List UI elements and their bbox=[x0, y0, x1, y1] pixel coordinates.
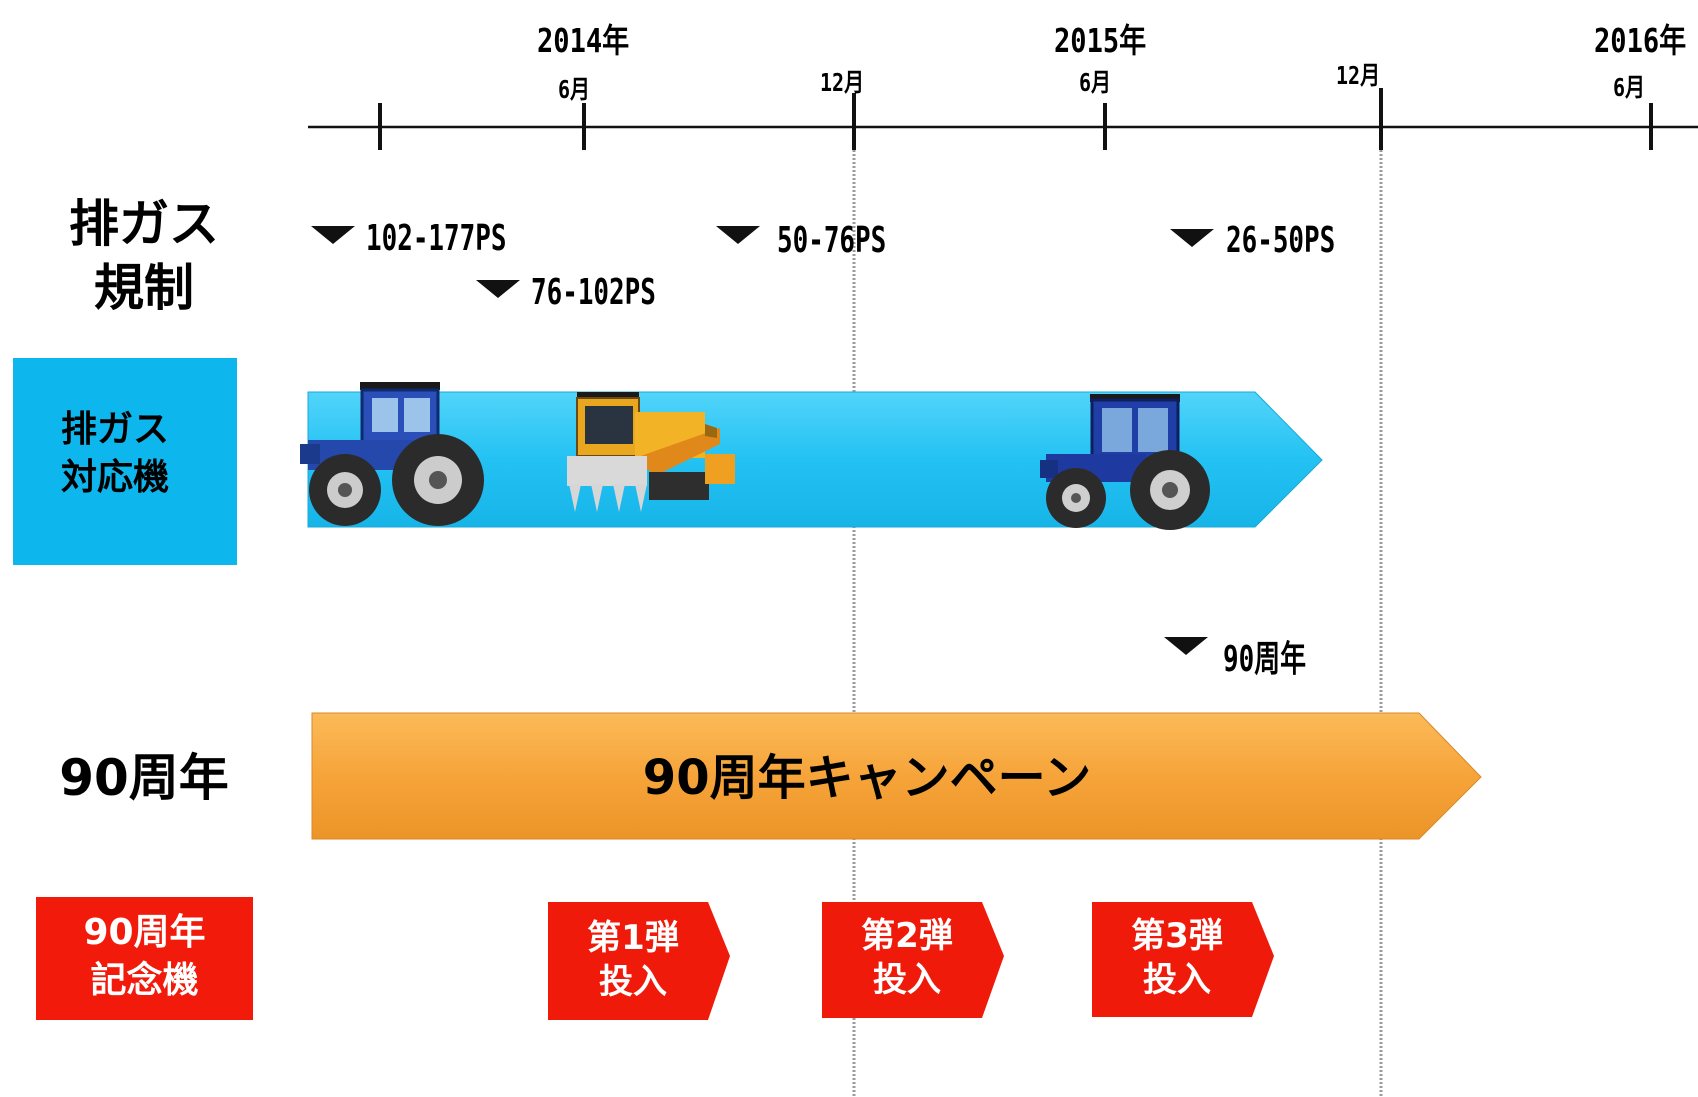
regulation-markers bbox=[311, 226, 1214, 655]
year-label-2016: 2016年 bbox=[1594, 21, 1687, 60]
launch-arrow-1 bbox=[548, 902, 730, 1020]
regulation-label-3: 50-76PS bbox=[777, 220, 887, 261]
month-label-jun-2016: 6月 bbox=[1613, 73, 1646, 102]
launch-label-2: 第2弾 投入 bbox=[861, 916, 953, 1000]
anniversary-marker bbox=[1164, 637, 1208, 655]
row-label-commemorative-models: 90周年 記念機 bbox=[83, 912, 206, 1001]
year-label-2015: 2015年 bbox=[1054, 21, 1147, 60]
anniversary-marker-label: 90周年 bbox=[1223, 639, 1307, 680]
regulation-marker-2 bbox=[476, 280, 520, 298]
row-label-emission-machines: 排ガス 対応機 bbox=[61, 409, 170, 498]
tractor-cab-icon bbox=[1040, 394, 1210, 530]
campaign-label: 90周年キャンペーン bbox=[642, 750, 1092, 806]
emission-machines-label-box: 排ガス 対応機 bbox=[13, 358, 237, 565]
regulation-marker-3 bbox=[716, 226, 760, 244]
regulation-label-1: 102-177PS bbox=[366, 218, 507, 259]
row-label-emission-regulation: 排ガス 規制 bbox=[69, 195, 219, 317]
row-label-anniversary: 90周年 bbox=[59, 749, 229, 807]
launch-label-1: 第1弾 投入 bbox=[587, 918, 679, 1002]
timeline-ticks bbox=[378, 88, 1653, 150]
regulation-label-4: 26-50PS bbox=[1226, 220, 1336, 261]
tractor-large-icon bbox=[300, 382, 484, 526]
year-label-2014: 2014年 bbox=[537, 21, 630, 60]
regulation-marker-1 bbox=[311, 226, 355, 244]
month-label-dec-2015: 12月 bbox=[1336, 61, 1381, 90]
regulation-marker-4 bbox=[1170, 229, 1214, 247]
regulation-label-2: 76-102PS bbox=[531, 272, 656, 313]
launch-arrow-2 bbox=[822, 902, 1004, 1018]
combine-harvester-icon bbox=[567, 392, 735, 512]
month-label-jun-2014: 6月 bbox=[558, 75, 591, 104]
launch-arrow-3 bbox=[1092, 902, 1274, 1017]
month-label-jun-2015: 6月 bbox=[1079, 68, 1112, 97]
commemorative-models-label-box: 90周年 記念機 bbox=[36, 897, 253, 1020]
month-label-dec-2014: 12月 bbox=[820, 68, 865, 97]
launch-label-3: 第3弾 投入 bbox=[1131, 916, 1223, 1000]
campaign-arrow bbox=[311, 712, 1482, 840]
